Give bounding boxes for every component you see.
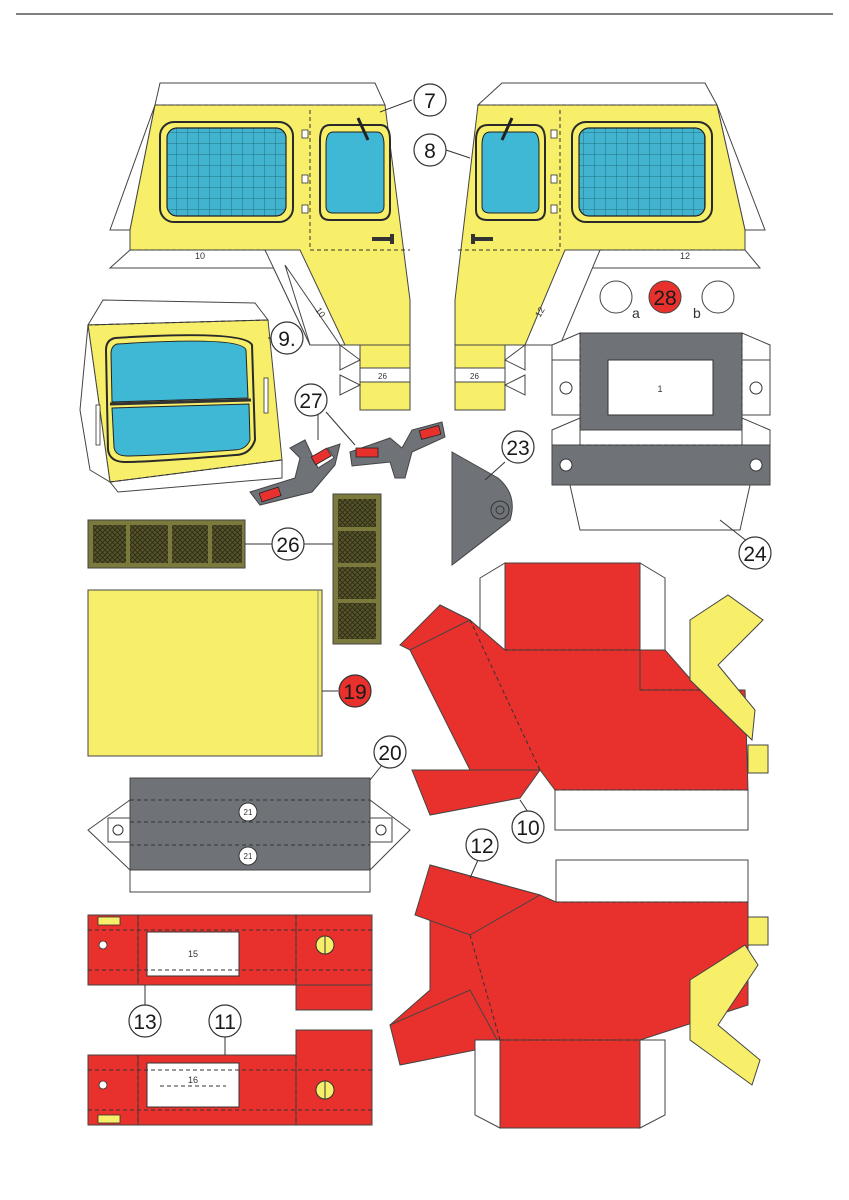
part-12-marker	[465, 828, 499, 862]
part-26-number: 26	[276, 534, 299, 557]
part-23-marker	[501, 430, 535, 464]
part-21-label-b: 21	[244, 852, 253, 861]
part-12-number: 12	[470, 835, 493, 858]
part-1-label: 1	[657, 384, 662, 394]
part-12-red-body	[389, 859, 769, 1129]
part-24-marker	[738, 536, 772, 570]
part-10-marker	[511, 810, 545, 844]
part-11-number: 11	[214, 1011, 236, 1034]
part-27-marker	[294, 383, 328, 417]
part-8-marker	[413, 133, 447, 167]
right-cab-side-piece: 12 12 26	[454, 82, 766, 411]
part-28-number: 28	[653, 287, 676, 310]
part-19-marker	[338, 674, 372, 708]
part-26-tab-label-left: 26	[378, 372, 387, 381]
part-23-triangle	[451, 451, 513, 567]
part-26-grille-vertical	[332, 493, 382, 645]
left-cab-side-piece: 10 10 26	[108, 82, 411, 411]
part-13-red-strip: 15	[87, 914, 373, 1011]
part-7-number: 7	[424, 90, 436, 113]
part-19-panel	[87, 589, 323, 757]
part-26-tab-label-right: 26	[470, 372, 479, 381]
part-19-number: 19	[343, 681, 366, 704]
part-11-red-strip: 16	[87, 1029, 373, 1126]
part-26-grille-horizontal	[87, 519, 246, 569]
part-12-tab-label: 12	[533, 305, 547, 319]
part-13-number: 13	[133, 1011, 156, 1034]
part-9-number: 9.	[278, 328, 296, 351]
part-28-a-letter: a	[632, 305, 640, 321]
part-9-marker	[270, 321, 304, 355]
part-10-red-body	[399, 562, 769, 831]
part-9-rear-panel	[79, 299, 283, 493]
part-24-number: 24	[743, 543, 767, 566]
part-20-axle-strip: 21 21	[87, 777, 411, 893]
part-23-number: 23	[506, 437, 529, 460]
part-12-label: 12	[680, 251, 690, 261]
part-8-number: 8	[424, 140, 436, 163]
part-11-marker	[208, 1004, 242, 1038]
part-27-number: 27	[299, 390, 322, 413]
part-16-label: 16	[188, 1075, 198, 1085]
part-13-marker	[128, 1004, 162, 1038]
part-7-marker	[413, 83, 447, 117]
part-10-tab-label: 10	[313, 305, 327, 319]
part-26-marker	[271, 527, 305, 561]
part-20-number: 20	[378, 742, 401, 765]
part-10-number: 10	[516, 817, 539, 840]
part-10-label: 10	[195, 251, 205, 261]
part-28-discs: 28 a b	[599, 280, 735, 321]
part-21-label-a: 21	[244, 808, 253, 817]
part-24-box-net: 1	[551, 332, 771, 531]
part-28-b-letter: b	[693, 305, 701, 321]
part-20-marker	[373, 735, 407, 769]
part-27-mirrors	[249, 421, 446, 506]
part-15-label: 15	[188, 949, 198, 959]
